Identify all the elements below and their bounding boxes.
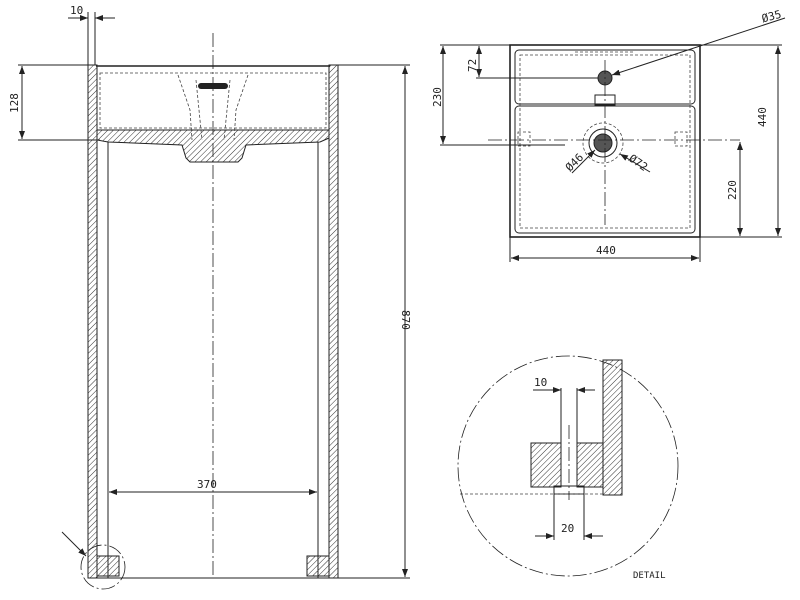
dim-counterbore-text: 20 — [561, 522, 574, 535]
detail-foot-right — [576, 442, 604, 488]
dim-drain-dia-text: Ø46 — [563, 151, 586, 174]
dim-hole-text: 10 — [534, 376, 547, 389]
drain-hole — [593, 133, 613, 153]
dim-height-text: 870 — [399, 310, 412, 330]
dim-drain-from-back-text: 220 — [726, 180, 739, 200]
dim-drain-outer-dia-text: Ø72 — [626, 152, 650, 174]
dim-drain-offset-text: 230 — [431, 87, 444, 107]
detail-view: 10 20 DETAIL — [457, 355, 679, 581]
leader — [571, 149, 596, 174]
dim-depth-text: 440 — [756, 107, 769, 127]
left-wall — [87, 64, 98, 579]
dim-overflow-dia-text: Ø35 — [760, 8, 783, 26]
right-foot — [306, 555, 330, 577]
detail-wall — [602, 359, 623, 496]
dim-leg-spacing-text: 370 — [197, 478, 217, 491]
dim-bowl-depth-text: 128 — [8, 93, 21, 113]
front-view: 10 128 870 370 — [8, 4, 412, 590]
fixing-left — [517, 131, 531, 147]
top-view: 230 72 440 220 440 Ø35 Ø46 Ø72 — [431, 8, 786, 262]
detail-label: DETAIL — [633, 571, 666, 581]
detail-leader — [61, 531, 87, 557]
dim-overflow-offset-text: 72 — [466, 59, 479, 72]
dim-width-text: 440 — [596, 244, 616, 257]
fixing-right — [674, 131, 688, 147]
drain-ring — [588, 128, 618, 158]
basin-outline — [509, 44, 701, 238]
bowl-outline — [514, 105, 696, 234]
dim-wall-text: 10 — [70, 4, 83, 17]
leader — [611, 17, 786, 76]
drain-outer-ring — [582, 122, 624, 164]
left-foot — [96, 555, 120, 577]
detail-circle-marker — [80, 544, 126, 590]
hidden-outline — [519, 54, 691, 229]
leader — [619, 153, 651, 173]
detail-circle — [457, 355, 679, 577]
hidden-drain — [177, 74, 249, 141]
detail-foot-left — [530, 442, 562, 488]
right-wall — [328, 64, 339, 579]
